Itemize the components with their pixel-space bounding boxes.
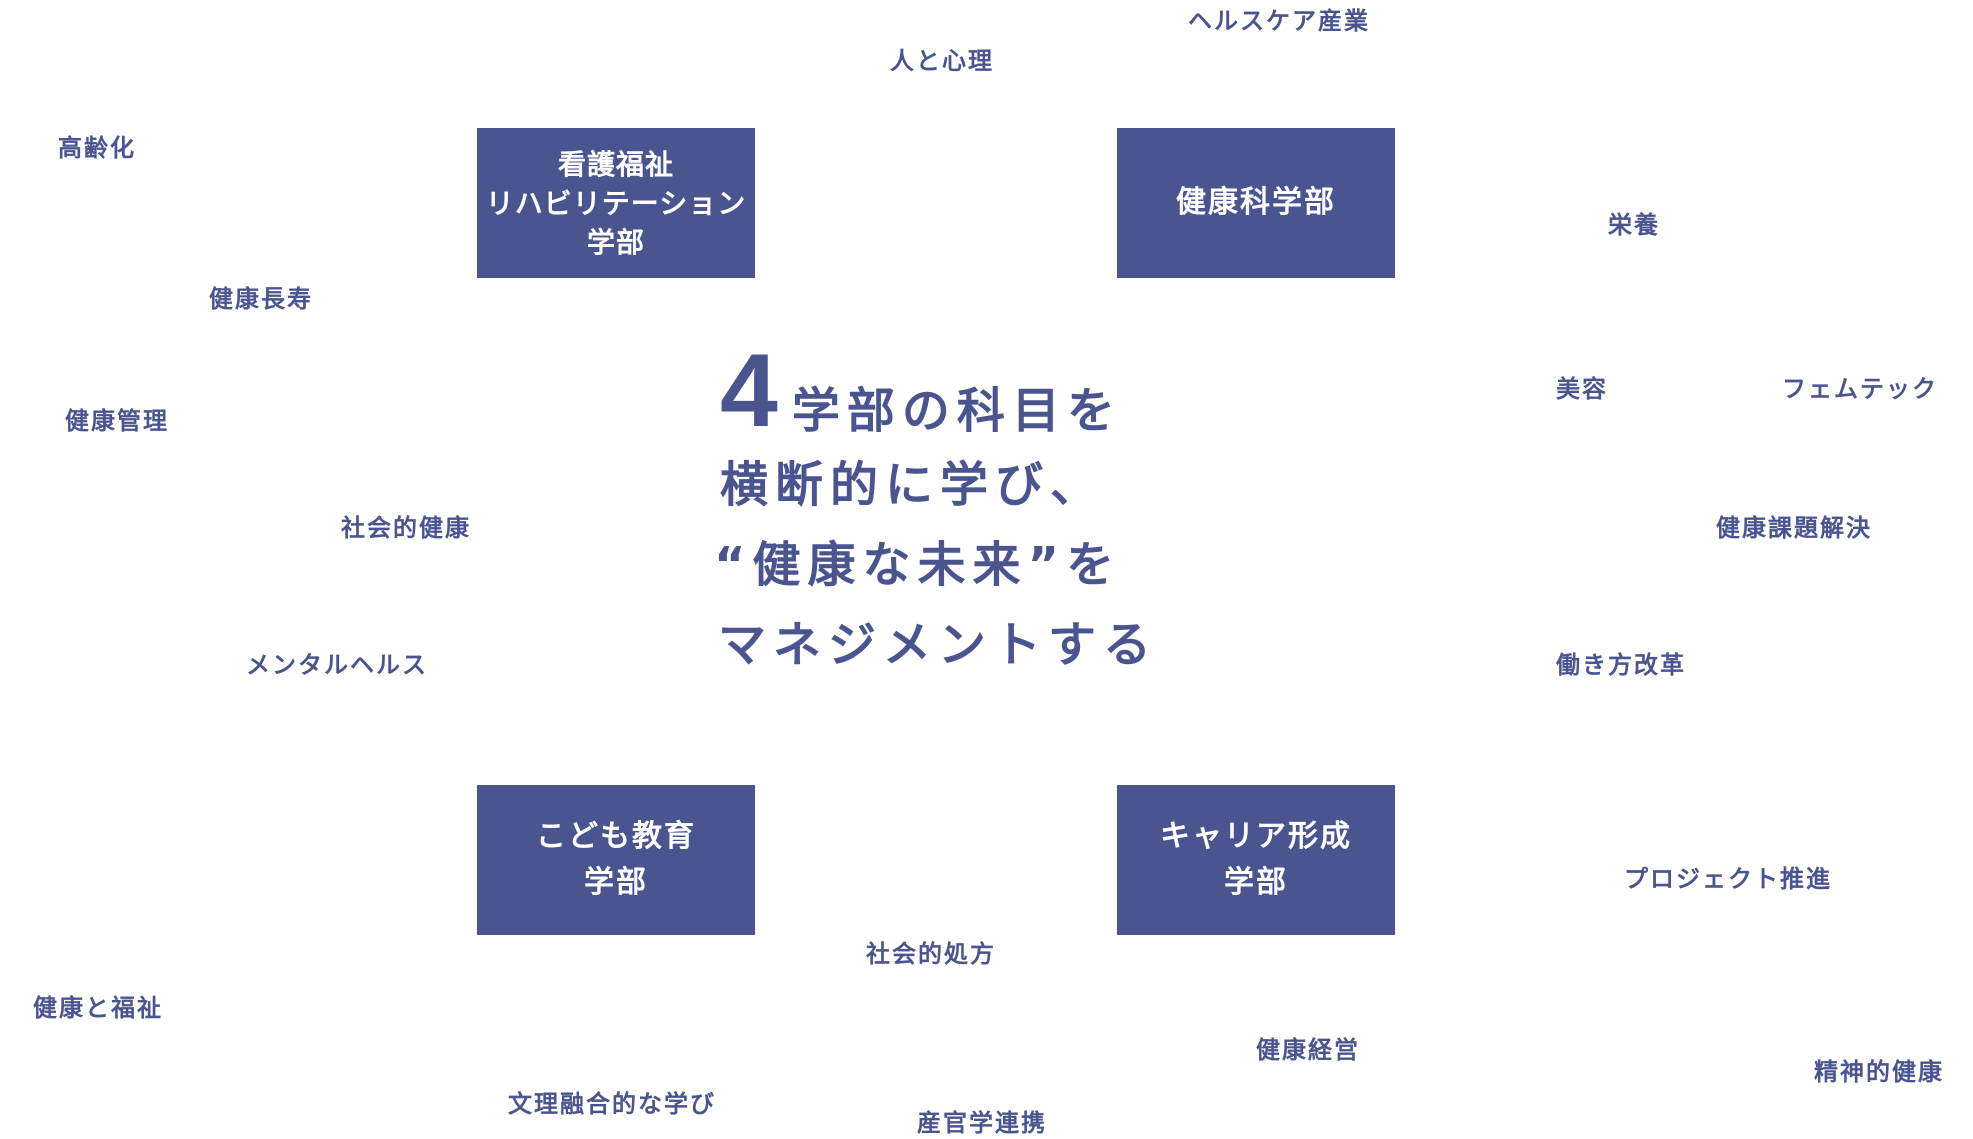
faculty-label-line: リハビリテーション [485, 186, 747, 220]
keyword-work-style-reform: 働き方改革 [1556, 651, 1686, 679]
keyword-mental-wellbeing: 精神的健康 [1814, 1058, 1944, 1086]
central-headline: 4 学部の科目を 横断的に学び、 “健康な未来”を マネジメントする [714, 333, 1250, 685]
faculty-label-line: こども教育 [536, 819, 696, 854]
keyword-social-health: 社会的健康 [341, 514, 471, 542]
keyword-nutrition: 栄養 [1608, 211, 1660, 239]
keyword-healthy-longevity: 健康長寿 [209, 285, 313, 313]
faculty-box-nursing-welfare-rehabilitation: 看護福祉 リハビリテーション 学部 [477, 128, 755, 278]
keyword-health-management-corp: 健康経営 [1256, 1036, 1360, 1064]
keyword-mental-health: メンタルヘルス [246, 651, 428, 679]
faculty-label-line: 健康科学部 [1176, 185, 1336, 220]
keyword-interdisciplinary-learning: 文理融合的な学び [508, 1090, 716, 1118]
keyword-aging: 高齢化 [58, 134, 136, 162]
keyword-healthcare-industry: ヘルスケア産業 [1188, 7, 1370, 35]
keyword-health-issue-solving: 健康課題解決 [1716, 514, 1872, 542]
headline-line-2: 横断的に学び、 [720, 457, 1106, 513]
faculty-box-career-formation: キャリア形成 学部 [1117, 785, 1395, 935]
keyword-health-management: 健康管理 [65, 407, 169, 435]
keyword-project-promotion: プロジェクト推進 [1624, 865, 1832, 893]
keyword-femtech: フェムテック [1782, 375, 1938, 403]
headline-number: 4 [720, 333, 778, 449]
faculty-label-line: 学部 [586, 225, 645, 259]
keyword-people-psychology: 人と心理 [890, 47, 994, 75]
headline-line-1: 4 学部の科目を [720, 333, 1250, 449]
headline-line-3: “健康な未来”を [714, 537, 1122, 593]
keyword-beauty: 美容 [1556, 375, 1608, 403]
faculty-label-line: 学部 [584, 865, 648, 900]
faculty-label-line: 看護福祉 [557, 147, 674, 181]
faculty-box-child-education: こども教育 学部 [477, 785, 755, 935]
keyword-social-prescribing: 社会的処方 [866, 940, 996, 968]
faculty-label-line: 学部 [1224, 865, 1288, 900]
keyword-industry-academia: 産官学連携 [917, 1109, 1047, 1137]
faculty-label-line: キャリア形成 [1160, 819, 1352, 854]
headline-line-1-text: 学部の科目を [791, 383, 1122, 439]
faculty-box-health-science: 健康科学部 [1117, 128, 1395, 278]
keyword-health-and-welfare: 健康と福祉 [33, 994, 163, 1022]
headline-line-4: マネジメントする [718, 617, 1159, 673]
